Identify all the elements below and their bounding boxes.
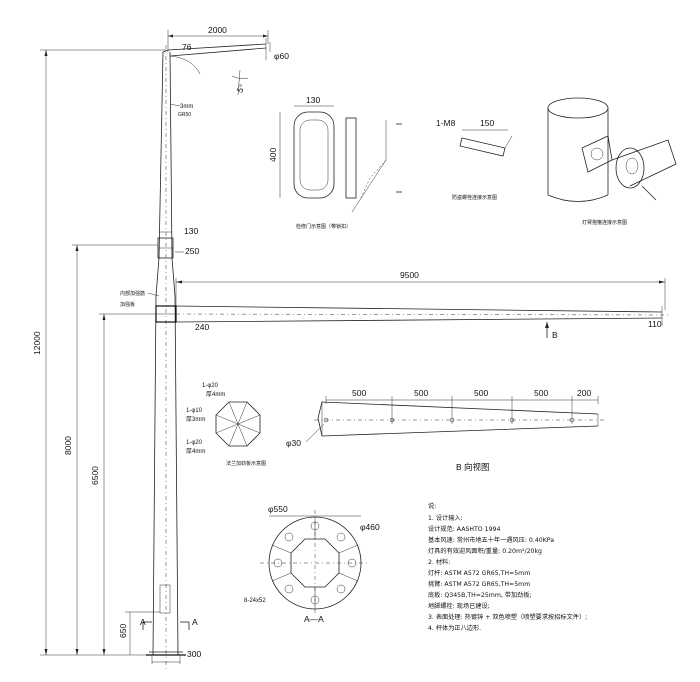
notes-line-7: 挑臂: ASTM A572 GR65,TH=5mm xyxy=(428,580,530,588)
dim-150: 150 xyxy=(480,118,494,128)
pole-side-note2: 加强板 xyxy=(120,301,135,308)
notes-line-1: 1. 设计输入: xyxy=(428,514,463,522)
clamp-caption: 灯臂抱箍连接示意图 xyxy=(582,219,627,226)
dim-phi60: φ60 xyxy=(274,51,289,61)
pole-mid-dims: 130 250 内部加强筋 加强板 xyxy=(120,226,199,308)
dim-angle: 5° xyxy=(235,82,248,94)
design-notes: 说: 1. 设计输入: 设计规范: AASHTO 1994 基本风速: 常州市地… xyxy=(428,502,587,632)
dim-250: 250 xyxy=(185,246,199,256)
horizontal-arm: 9500 110 240 B xyxy=(175,270,671,340)
flange-pcd: φ460 xyxy=(360,522,380,532)
rod-seg-3: 500 xyxy=(474,388,488,398)
section-aa-caption: A—A xyxy=(304,614,324,624)
notes-line-3: 基本风速: 常州市地五十年一遇风压: 0.40KPa xyxy=(428,536,554,544)
plate-c2: 厚4mm xyxy=(186,448,205,455)
bracket-label: 1-M8 xyxy=(436,118,456,128)
dim-6500: 6500 xyxy=(90,466,100,485)
dim-400: 400 xyxy=(268,148,278,162)
view-b-caption: B 向视图 xyxy=(456,462,490,472)
dim-8000: 8000 xyxy=(63,436,73,455)
section-aa-flange: φ550 φ460 8-24x52 A—A xyxy=(244,504,380,624)
plate-b2: 厚3mm xyxy=(186,416,205,423)
notes-line-2: 设计规范: AASHTO 1994 xyxy=(428,525,500,533)
dim-650: 650 xyxy=(118,624,128,638)
notes-line-5: 2. 材料: xyxy=(428,558,450,566)
door-caption: 检修门示意图（带锁扣） xyxy=(296,223,351,230)
notes-line-8: 底板: Q345B,TH=25mm, 带加劲板; xyxy=(428,591,532,599)
dim-300: 300 xyxy=(187,649,201,659)
dim-9500: 9500 xyxy=(400,270,419,280)
dim-12000: 12000 xyxy=(32,331,42,355)
pole-side-note: 内部加强筋 xyxy=(120,290,145,297)
dim-2000: 2000 xyxy=(208,25,227,35)
bracket-detail: 1-M8 150 防盗螺栓连接示意图 xyxy=(436,118,513,201)
cut-a-right: A xyxy=(192,617,198,627)
notes-line-6: 灯杆: ASTM A572 GR65,TH=5mm xyxy=(428,569,530,577)
door-detail: 130 400 检修门示意图（带锁扣） xyxy=(268,95,402,230)
notes-line-4: 灯具的有效迎风面积/重量: 0.20m²/20kg xyxy=(428,547,542,555)
bracket-caption: 防盗螺栓连接示意图 xyxy=(452,194,497,201)
notes-line-11: 4. 杆体为正八边形. xyxy=(428,624,481,632)
dim-240: 240 xyxy=(195,322,209,332)
plate-b: 1-φ10 xyxy=(186,408,203,414)
b-view-rod: 500 500 500 500 200 φ30 B 向视图 xyxy=(286,388,604,472)
notes-line-10: 3. 表面处理: 热镀锌 + 双色喷塑（喷塑要求按招标文件）; xyxy=(428,613,587,621)
plate-c: 1-φ20 xyxy=(186,440,203,446)
stiffener-plate-detail: 1-φ20 厚4mm 1-φ10 厚3mm 1-φ20 厚4mm 法兰加劲板示意… xyxy=(186,383,266,467)
dim-76: 76 xyxy=(182,42,192,52)
cut-a-left: A xyxy=(140,617,146,627)
top-lamp-arm: 2000 76 φ60 5° 3mm GR50 xyxy=(162,25,289,118)
height-dimensions: 12000 8000 6500 650 A A 300 xyxy=(32,49,201,663)
notes-line-9: 地脚螺栓: 现场已建设; xyxy=(428,602,490,610)
clamp-detail: 灯臂抱箍连接示意图 xyxy=(547,97,677,226)
main-pole xyxy=(146,45,186,672)
rod-hole: φ30 xyxy=(286,438,301,448)
pole-top-note2: GR50 xyxy=(178,112,191,118)
rod-seg-end: 200 xyxy=(577,388,591,398)
flange-outer: φ550 xyxy=(268,504,288,514)
view-b-marker: B xyxy=(552,330,558,340)
rod-seg-2: 500 xyxy=(414,388,428,398)
plate-a: 1-φ20 xyxy=(202,383,219,389)
dim-110: 110 xyxy=(648,319,662,329)
dim-130-door: 130 xyxy=(306,95,320,105)
notes-heading: 说: xyxy=(428,502,436,510)
plate-caption: 法兰加劲板示意图 xyxy=(226,460,266,467)
flange-bolts: 8-24x52 xyxy=(244,598,266,604)
rod-seg-1: 500 xyxy=(352,388,366,398)
rod-seg-4: 500 xyxy=(534,388,548,398)
pole-top-note: 3mm xyxy=(180,104,193,110)
plate-a2: 厚4mm xyxy=(206,391,225,398)
dim-130: 130 xyxy=(184,226,198,236)
